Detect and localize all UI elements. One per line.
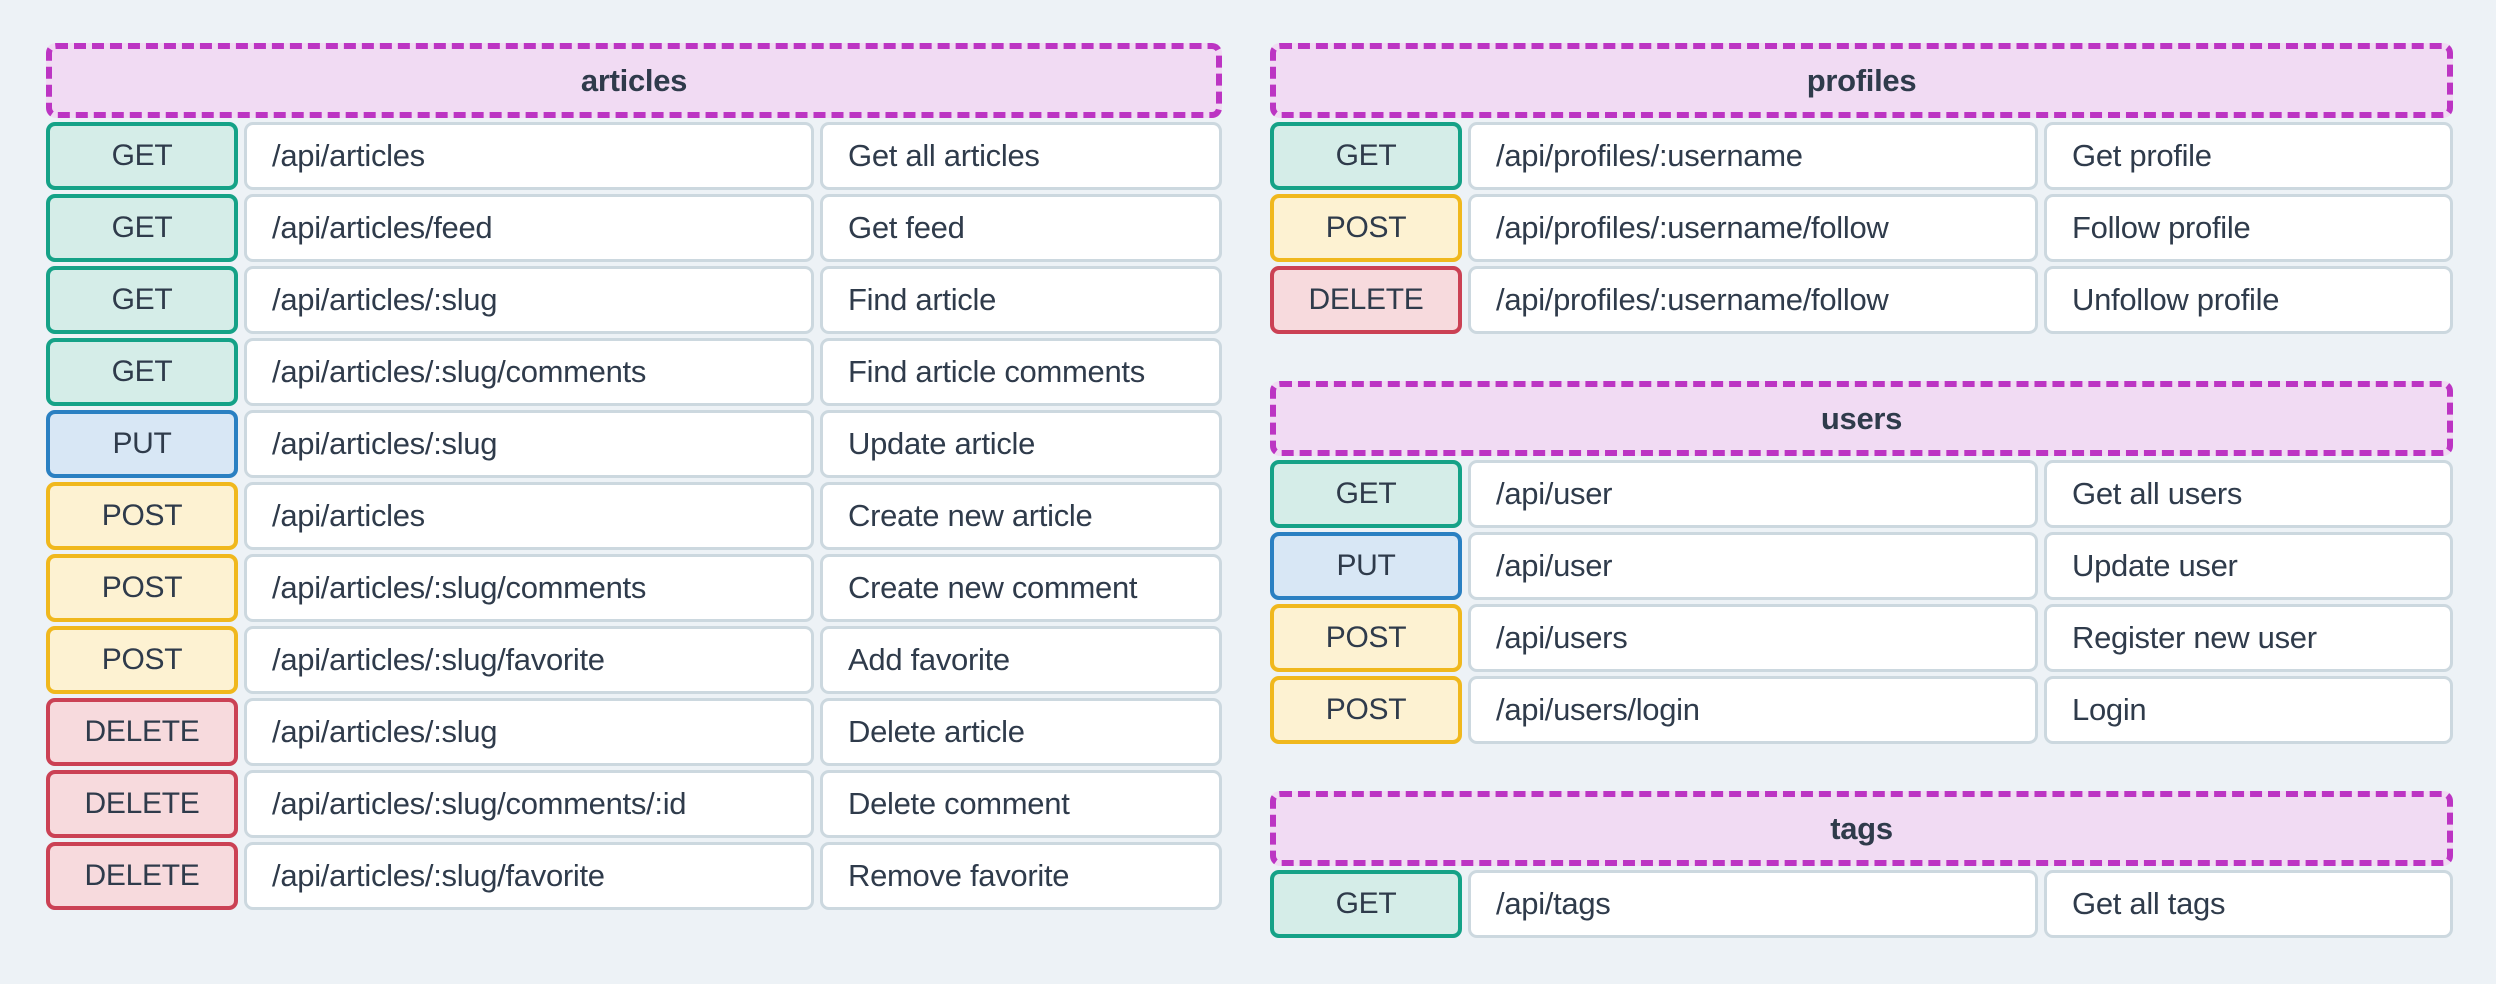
route-description: Update article <box>820 410 1222 478</box>
section-title: users <box>1820 400 1903 436</box>
route-description: Unfollow profile <box>2044 266 2453 334</box>
route-description: Delete article <box>820 698 1222 766</box>
route-path: /api/articles/:slug/favorite <box>244 842 814 910</box>
route-description: Create new comment <box>820 554 1222 622</box>
route-path: /api/articles <box>244 482 814 550</box>
method-badge: PUT <box>1270 532 1462 600</box>
method-badge: GET <box>46 266 238 334</box>
section-title: articles <box>580 62 688 98</box>
method-badge: POST <box>1270 676 1462 744</box>
route-row: POST /api/articles/:slug/favorite Add fa… <box>46 626 1222 694</box>
route-row: POST /api/users Register new user <box>1270 604 2453 672</box>
route-path: /api/articles/:slug <box>244 698 814 766</box>
section-header: users <box>1270 381 2453 456</box>
section-rows: GET /api/tags Get all tags <box>1270 870 2453 938</box>
route-row: DELETE /api/profiles/:username/follow Un… <box>1270 266 2453 334</box>
method-badge: POST <box>46 482 238 550</box>
method-badge: GET <box>46 338 238 406</box>
route-description: Get all articles <box>820 122 1222 190</box>
method-badge: GET <box>1270 460 1462 528</box>
route-description: Login <box>2044 676 2453 744</box>
route-description: Follow profile <box>2044 194 2453 262</box>
route-path: /api/users/login <box>1468 676 2038 744</box>
section-header: articles <box>46 43 1222 118</box>
method-badge: DELETE <box>46 698 238 766</box>
method-badge: PUT <box>46 410 238 478</box>
method-badge: GET <box>46 122 238 190</box>
method-badge: POST <box>1270 604 1462 672</box>
method-badge: DELETE <box>46 770 238 838</box>
route-path: /api/articles <box>244 122 814 190</box>
route-row: PUT /api/articles/:slug Update article <box>46 410 1222 478</box>
route-path: /api/user <box>1468 532 2038 600</box>
section-rows: GET /api/profiles/:username Get profile … <box>1270 122 2453 334</box>
route-description: Register new user <box>2044 604 2453 672</box>
method-badge: DELETE <box>46 842 238 910</box>
route-description: Get all users <box>2044 460 2453 528</box>
route-path: /api/profiles/:username/follow <box>1468 266 2038 334</box>
route-row: POST /api/users/login Login <box>1270 676 2453 744</box>
route-row: GET /api/tags Get all tags <box>1270 870 2453 938</box>
route-row: DELETE /api/articles/:slug/favorite Remo… <box>46 842 1222 910</box>
column-right: profiles GET /api/profiles/:username Get… <box>1270 43 2453 941</box>
route-path: /api/tags <box>1468 870 2038 938</box>
method-badge: POST <box>46 554 238 622</box>
route-description: Remove favorite <box>820 842 1222 910</box>
route-row: GET /api/profiles/:username Get profile <box>1270 122 2453 190</box>
route-description: Find article <box>820 266 1222 334</box>
route-row: POST /api/articles Create new article <box>46 482 1222 550</box>
method-badge: POST <box>46 626 238 694</box>
section-title: profiles <box>1806 62 1917 98</box>
route-section: tags GET /api/tags Get all tags <box>1270 791 2453 938</box>
route-path: /api/articles/:slug <box>244 266 814 334</box>
method-badge: POST <box>1270 194 1462 262</box>
route-row: GET /api/articles/:slug/comments Find ar… <box>46 338 1222 406</box>
route-path: /api/articles/:slug <box>244 410 814 478</box>
method-badge: GET <box>46 194 238 262</box>
column-left: articles GET /api/articles Get all artic… <box>46 43 1222 941</box>
route-description: Find article comments <box>820 338 1222 406</box>
route-path: /api/user <box>1468 460 2038 528</box>
method-badge: GET <box>1270 870 1462 938</box>
route-description: Get all tags <box>2044 870 2453 938</box>
route-row: GET /api/articles/:slug Find article <box>46 266 1222 334</box>
route-path: /api/profiles/:username <box>1468 122 2038 190</box>
route-description: Update user <box>2044 532 2453 600</box>
route-path: /api/articles/:slug/comments/:id <box>244 770 814 838</box>
route-description: Add favorite <box>820 626 1222 694</box>
route-section: articles GET /api/articles Get all artic… <box>46 43 1222 910</box>
route-path: /api/articles/:slug/comments <box>244 554 814 622</box>
route-row: POST /api/profiles/:username/follow Foll… <box>1270 194 2453 262</box>
route-path: /api/articles/:slug/favorite <box>244 626 814 694</box>
route-row: PUT /api/user Update user <box>1270 532 2453 600</box>
route-row: GET /api/user Get all users <box>1270 460 2453 528</box>
method-badge: DELETE <box>1270 266 1462 334</box>
section-rows: GET /api/user Get all users PUT /api/use… <box>1270 460 2453 744</box>
route-row: GET /api/articles Get all articles <box>46 122 1222 190</box>
route-description: Create new article <box>820 482 1222 550</box>
route-row: DELETE /api/articles/:slug Delete articl… <box>46 698 1222 766</box>
route-description: Get feed <box>820 194 1222 262</box>
section-header: profiles <box>1270 43 2453 118</box>
route-row: POST /api/articles/:slug/comments Create… <box>46 554 1222 622</box>
section-rows: GET /api/articles Get all articles GET /… <box>46 122 1222 910</box>
route-row: DELETE /api/articles/:slug/comments/:id … <box>46 770 1222 838</box>
route-description: Get profile <box>2044 122 2453 190</box>
route-section: users GET /api/user Get all users PUT /a… <box>1270 381 2453 744</box>
route-path: /api/users <box>1468 604 2038 672</box>
route-path: /api/profiles/:username/follow <box>1468 194 2038 262</box>
route-description: Delete comment <box>820 770 1222 838</box>
route-row: GET /api/articles/feed Get feed <box>46 194 1222 262</box>
method-badge: GET <box>1270 122 1462 190</box>
route-path: /api/articles/:slug/comments <box>244 338 814 406</box>
section-title: tags <box>1830 810 1893 846</box>
route-path: /api/articles/feed <box>244 194 814 262</box>
route-section: profiles GET /api/profiles/:username Get… <box>1270 43 2453 334</box>
section-header: tags <box>1270 791 2453 866</box>
